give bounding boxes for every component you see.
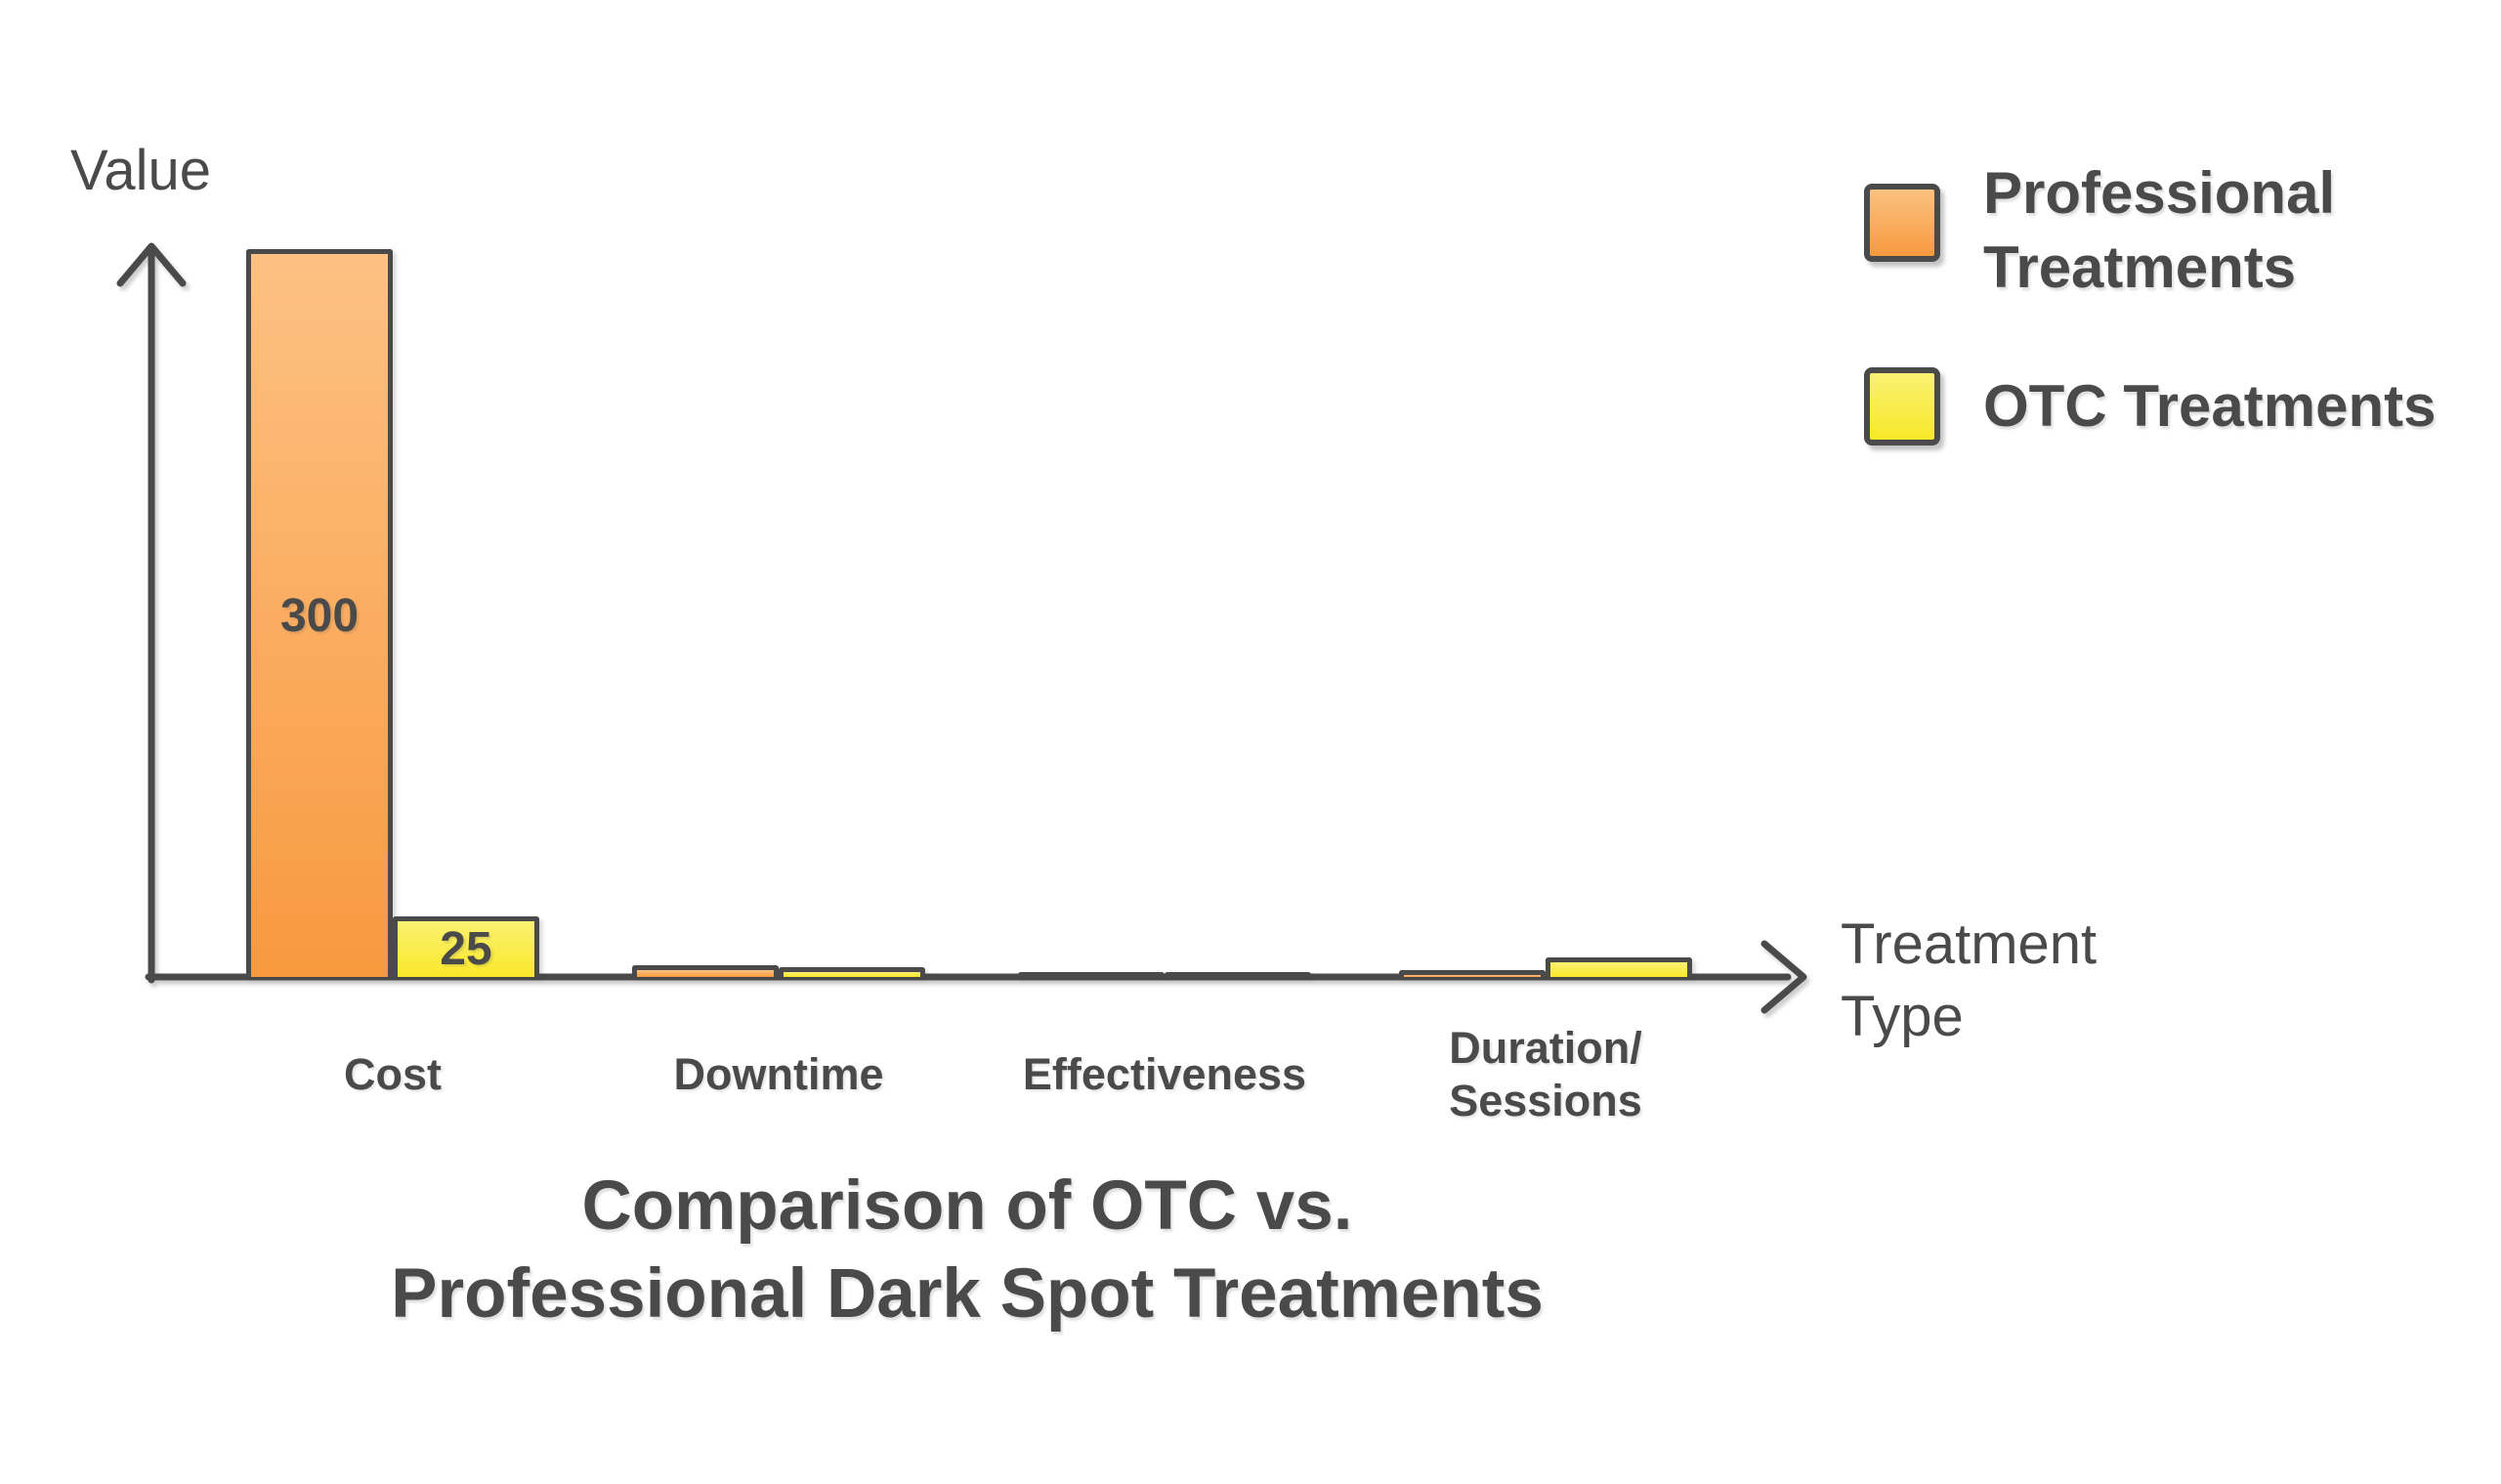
legend-item-otc: OTC Treatments — [1864, 367, 2437, 446]
legend-swatch-otc-icon — [1864, 367, 1940, 446]
category-label-cost: Cost — [344, 1049, 442, 1099]
bar-effectiveness-professional-treatments — [1018, 972, 1165, 977]
legend-item-professional: Professional Treatments — [1864, 160, 2436, 305]
category-label-downtime: Downtime — [673, 1049, 884, 1099]
bar-value-label: 25 — [440, 923, 492, 975]
bar-downtime-otc-treatments — [779, 967, 925, 977]
bar-duration-sessions-otc-treatments — [1546, 957, 1692, 977]
x-axis-arrowhead — [1760, 940, 1807, 1014]
bar-cost-otc-treatments: 25 — [393, 916, 539, 977]
legend-label-otc: OTC Treatments — [1983, 373, 2437, 440]
bar-downtime-professional-treatments — [632, 965, 779, 977]
legend-swatch-professional-icon — [1864, 184, 1940, 262]
bar-value-label: 300 — [279, 589, 360, 642]
bar-effectiveness-otc-treatments — [1165, 972, 1311, 977]
chart-title: Comparison of OTC vs. Professional Dark … — [391, 1167, 1544, 1334]
bar-cost-professional-treatments: 300 — [246, 249, 393, 977]
legend: Professional Treatments OTC Treatments — [1864, 160, 2437, 446]
legend-label-professional: Professional Treatments — [1983, 160, 2336, 301]
category-label-effectiveness: Effectiveness — [1022, 1049, 1307, 1099]
y-axis-arrowhead — [116, 242, 187, 287]
category-label-duration-sessions: Duration/ Sessions — [1449, 1023, 1642, 1125]
y-axis-label: Value — [70, 139, 212, 202]
x-axis-label: Treatment Type — [1841, 912, 2098, 1049]
bar-duration-sessions-professional-treatments — [1399, 970, 1546, 977]
